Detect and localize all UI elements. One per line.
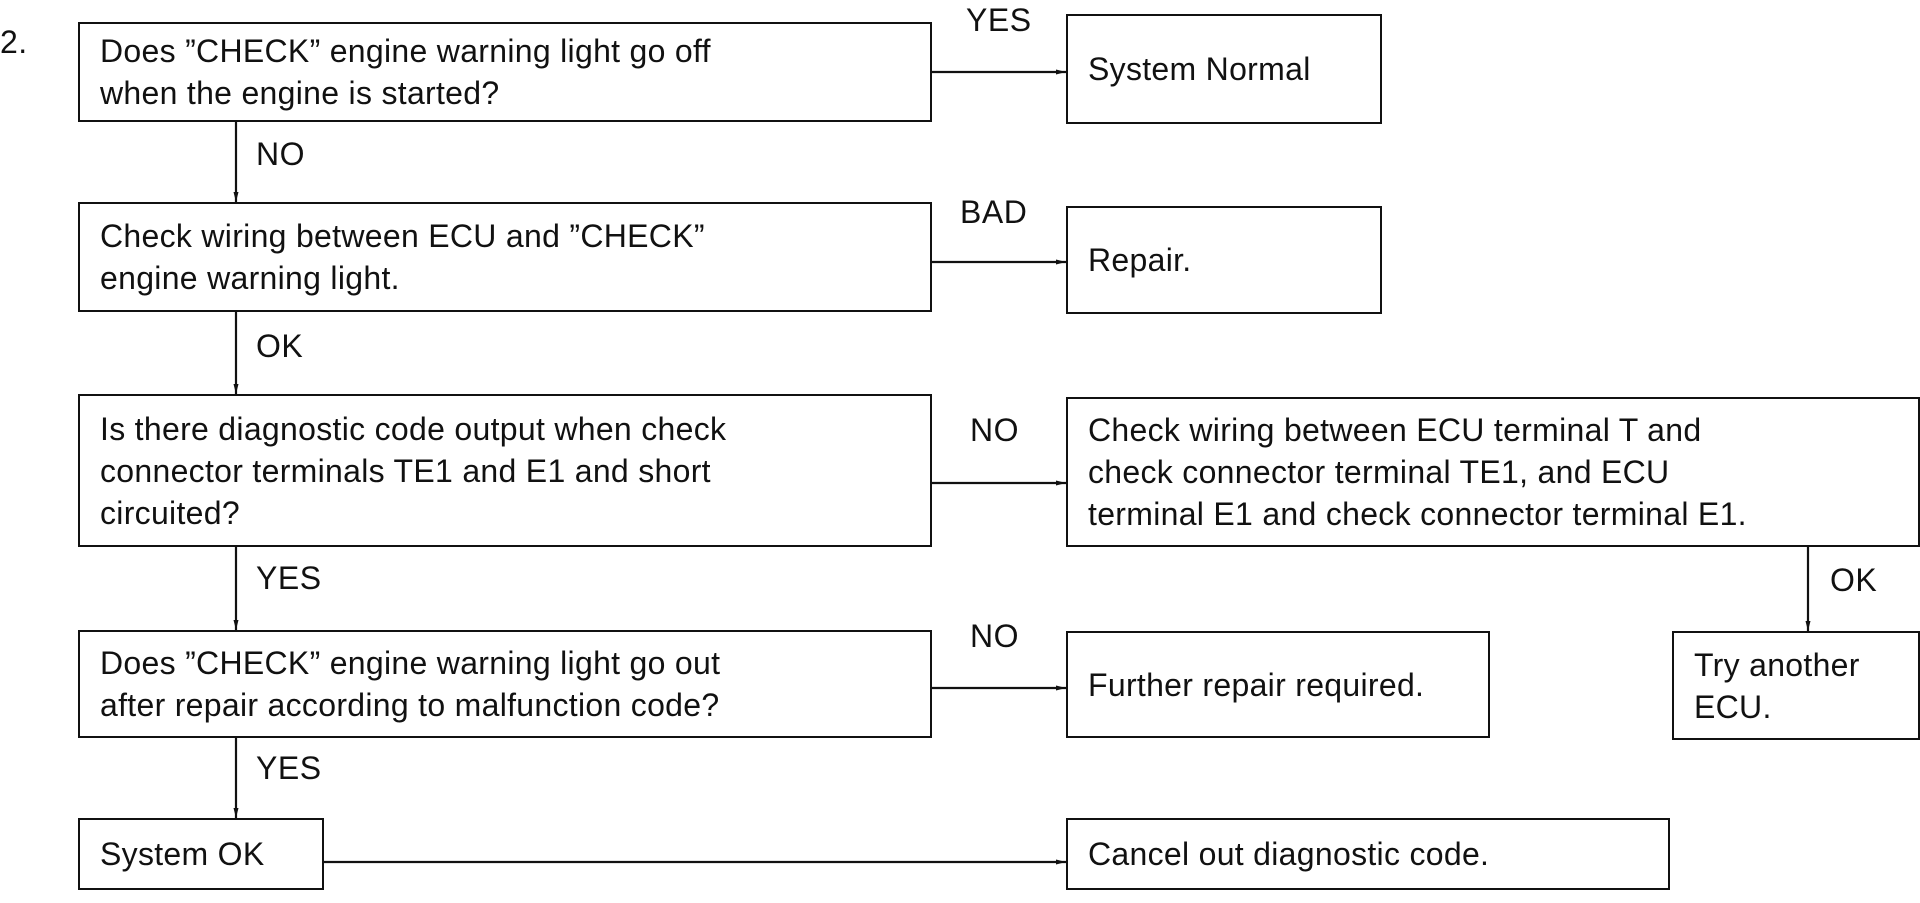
wiring-ok-label: OK [256,328,304,364]
q3-no-label: NO [970,618,1019,654]
q1-no-label: NO [256,136,305,172]
q2-yes-label: YES [256,560,322,596]
step-number: 2. [0,24,28,60]
further-repair-box: Further repair required. [1066,631,1490,738]
question-light-goes-off-text: Does ”CHECK” engine warning light go off… [100,33,711,111]
wiring-bad-label: BAD [960,194,1028,230]
terminals-ok-label: OK [1830,562,1878,598]
try-another-ecu-text: Try another ECU. [1694,646,1860,725]
system-ok-box: System OK [78,818,324,890]
q2-no-label: NO [970,412,1019,448]
question-light-goes-out-text: Does ”CHECK” engine warning light go out… [100,645,721,723]
repair-box: Repair. [1066,206,1382,314]
repair-text: Repair. [1088,242,1192,278]
question-light-goes-off: Does ”CHECK” engine warning light go off… [78,22,932,122]
cancel-code-text: Cancel out diagnostic code. [1088,836,1490,872]
q1-yes-label: YES [966,2,1032,38]
question-diagnostic-output-text: Is there diagnostic code output when che… [100,410,727,531]
q3-yes-label: YES [256,750,322,786]
system-ok-text: System OK [100,836,265,872]
further-repair-text: Further repair required. [1088,666,1425,703]
check-wiring-terminals-box: Check wiring between ECU terminal T and … [1066,397,1920,547]
question-light-goes-out: Does ”CHECK” engine warning light go out… [78,630,932,738]
cancel-code-box: Cancel out diagnostic code. [1066,818,1670,890]
system-normal-text: System Normal [1088,51,1311,87]
try-another-ecu-box: Try another ECU. [1672,631,1920,740]
question-diagnostic-output: Is there diagnostic code output when che… [78,394,932,547]
check-wiring-light-box: Check wiring between ECU and ”CHECK” eng… [78,202,932,312]
check-wiring-terminals-text: Check wiring between ECU terminal T and … [1088,412,1747,532]
system-normal-box: System Normal [1066,14,1382,124]
check-wiring-light-text: Check wiring between ECU and ”CHECK” eng… [100,218,705,296]
